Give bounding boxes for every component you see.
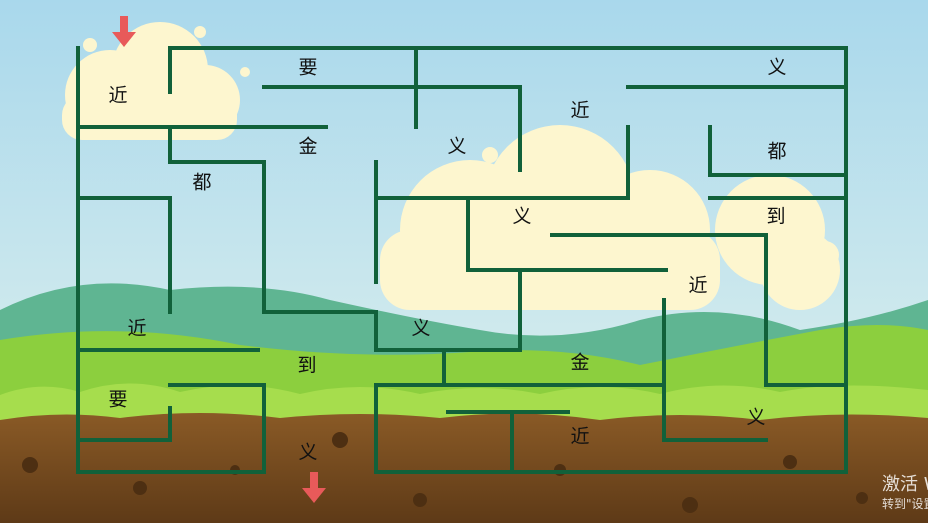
maze-char[interactable]: 金	[298, 135, 318, 158]
maze-char[interactable]: 都	[767, 140, 787, 163]
maze-char[interactable]: 义	[767, 56, 787, 79]
maze-char[interactable]: 义	[447, 135, 467, 158]
maze-char[interactable]: 义	[298, 441, 318, 464]
maze-char[interactable]: 近	[688, 274, 708, 297]
maze-char[interactable]: 义	[512, 205, 532, 228]
cloud-right	[715, 175, 840, 310]
maze-walls	[76, 46, 848, 474]
watermark-subtitle: 转到"设置"以激活 Windows。	[882, 497, 928, 511]
maze-char[interactable]: 到	[766, 205, 786, 228]
entrance-down-arrow-icon	[112, 16, 136, 47]
windows-activation-watermark: 激活 Windows 转到"设置"以激活 Windows。	[882, 474, 928, 512]
maze-char[interactable]: 金	[570, 351, 590, 374]
watermark-title: 激活 Windows	[882, 474, 928, 495]
maze-char[interactable]: 要	[298, 56, 318, 79]
maze-char[interactable]: 义	[746, 406, 766, 429]
maze-char[interactable]: 到	[297, 354, 317, 377]
maze-char[interactable]: 要	[108, 388, 128, 411]
maze-char[interactable]: 义	[411, 317, 431, 340]
maze-char[interactable]: 都	[192, 171, 212, 194]
maze-char[interactable]: 近	[127, 317, 147, 340]
exit-down-arrow-icon	[302, 472, 326, 503]
maze-char[interactable]: 近	[570, 99, 590, 122]
maze-char[interactable]: 近	[570, 425, 590, 448]
maze-char[interactable]: 近	[108, 84, 128, 107]
